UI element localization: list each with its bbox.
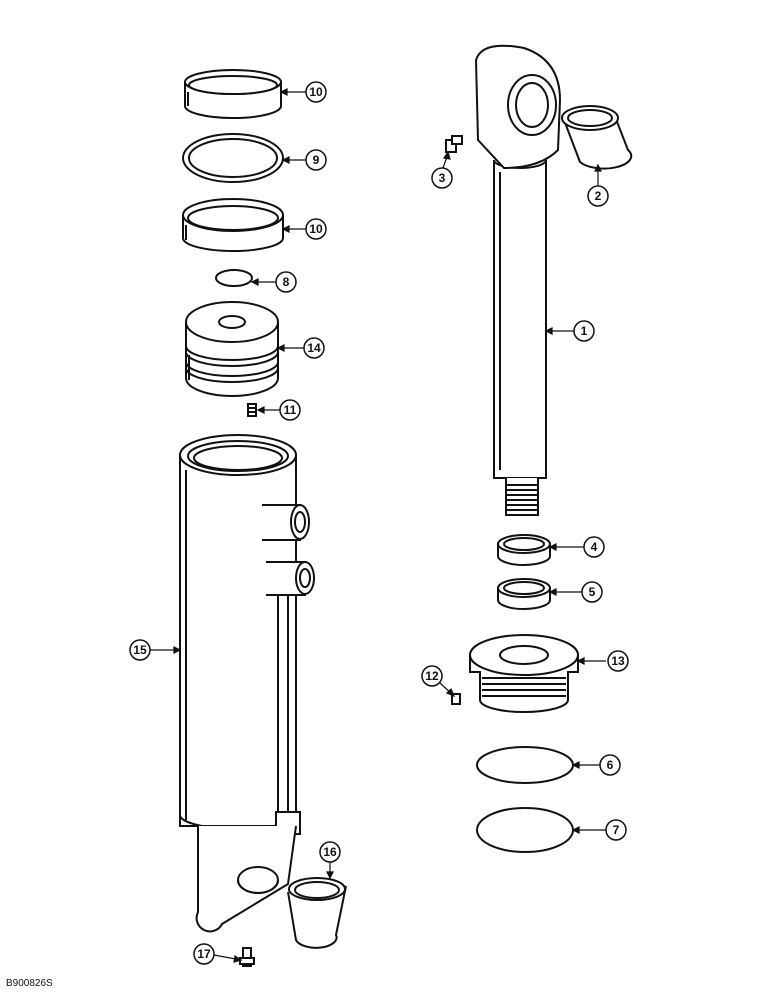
callout-5: 5 <box>581 581 603 603</box>
piston-rod <box>474 44 562 516</box>
callout-3: 3 <box>431 167 453 189</box>
wear-ring-top <box>184 69 282 119</box>
callout-13: 13 <box>607 650 629 672</box>
callout-4-number: 4 <box>591 540 598 554</box>
callout-14: 14 <box>303 337 325 359</box>
wear-ring-bottom <box>182 198 284 252</box>
callout-16: 16 <box>319 841 341 863</box>
gland-backup-ring <box>476 746 574 784</box>
callout-1: 1 <box>573 320 595 342</box>
piston <box>185 301 279 397</box>
callout-10a-number: 10 <box>309 85 323 99</box>
cylinder-barrel <box>179 434 315 933</box>
callout-7-number: 7 <box>613 823 620 837</box>
piston-set-screw <box>247 403 257 417</box>
callout-5-number: 5 <box>589 585 596 599</box>
callout-14-number: 14 <box>307 341 321 355</box>
callout-7: 7 <box>605 819 627 841</box>
rod-seal <box>497 534 551 566</box>
callout-10b: 10 <box>305 218 327 240</box>
callout-9-number: 9 <box>313 153 320 167</box>
callout-17-number: 17 <box>197 947 211 961</box>
piston-seal-ring <box>182 133 284 183</box>
callout-15: 15 <box>129 639 151 661</box>
o-ring-small <box>215 269 253 287</box>
rod-eye-bushing <box>561 105 633 170</box>
grease-fitting-base <box>239 947 255 967</box>
callout-4: 4 <box>583 536 605 558</box>
callout-1-number: 1 <box>581 324 588 338</box>
gland-set-screw <box>451 693 461 705</box>
callout-leaders <box>150 88 606 963</box>
callout-12-number: 12 <box>425 669 439 683</box>
callout-6-number: 6 <box>607 758 614 772</box>
callout-12: 12 <box>421 665 443 687</box>
callout-15-number: 15 <box>133 643 147 657</box>
figure-id: B900826S <box>6 978 53 989</box>
callout-2: 2 <box>587 185 609 207</box>
callout-10a: 10 <box>305 81 327 103</box>
callout-9: 9 <box>305 149 327 171</box>
callout-13-number: 13 <box>611 654 625 668</box>
callout-10b-number: 10 <box>309 222 323 236</box>
callout-11-number: 11 <box>284 403 297 417</box>
grease-fitting-rod <box>445 135 463 153</box>
rod-wiper <box>497 578 551 610</box>
gland-o-ring <box>476 807 574 853</box>
callout-17: 17 <box>193 943 215 965</box>
callout-6: 6 <box>599 754 621 776</box>
callout-2-number: 2 <box>595 189 602 203</box>
callout-16-number: 16 <box>323 845 337 859</box>
cylinder-gland <box>469 634 579 713</box>
callout-8-number: 8 <box>283 275 290 289</box>
callout-3-number: 3 <box>439 171 446 185</box>
callout-8: 8 <box>275 271 297 293</box>
base-bushing <box>287 877 347 949</box>
callout-11: 11 <box>279 399 301 421</box>
